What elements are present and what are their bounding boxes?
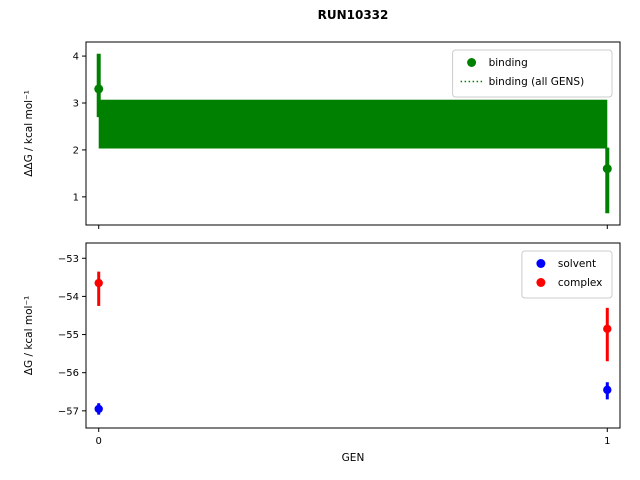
legend-box xyxy=(452,49,613,98)
y-tick-label: −56 xyxy=(58,368,79,379)
y-tick-label: 2 xyxy=(73,145,79,156)
y-tick-label: −53 xyxy=(58,254,79,265)
y-tick-label: 4 xyxy=(73,52,79,63)
data-point-binding xyxy=(602,164,612,174)
legend-marker-dot xyxy=(536,278,546,287)
legend-marker-dot xyxy=(467,58,477,67)
data-point-solvent xyxy=(94,404,103,414)
legend-marker-dot xyxy=(536,259,546,268)
y-tick-label: 3 xyxy=(73,99,79,110)
legend-label: binding xyxy=(489,57,528,69)
y-tick-label: −55 xyxy=(58,330,79,341)
dg-subplot: −53 −54 −55 −56 −57 0 1 ΔG / kcal mol⁻¹ GEN solve… xyxy=(23,242,621,464)
y-tick-label: −54 xyxy=(58,292,79,303)
x-axis-label: GEN xyxy=(342,452,365,464)
uncertainty-band xyxy=(98,99,608,149)
data-point-complex xyxy=(94,278,103,288)
data-point-complex xyxy=(603,324,612,334)
axes-frame xyxy=(85,41,621,226)
legend-label: complex xyxy=(558,277,603,289)
y-axis-label: ΔG / kcal mol⁻¹ xyxy=(23,296,35,375)
legend-label: solvent xyxy=(558,258,596,270)
x-tick-label: 1 xyxy=(604,436,610,447)
data-point-solvent xyxy=(603,385,612,395)
legend-label: binding (all GENS) xyxy=(489,76,585,88)
x-tick-label: 0 xyxy=(96,436,102,447)
legend: solvent complex xyxy=(521,250,613,299)
chart-title: RUN10332 xyxy=(317,8,389,22)
y-tick-label: −57 xyxy=(58,406,79,417)
y-axis-label: ΔΔG / kcal mol⁻¹ xyxy=(23,90,35,177)
legend: binding binding (all GENS) xyxy=(452,49,613,98)
axes-frame xyxy=(85,242,621,429)
data-point-binding xyxy=(94,84,104,94)
y-tick-label: 1 xyxy=(73,192,79,203)
